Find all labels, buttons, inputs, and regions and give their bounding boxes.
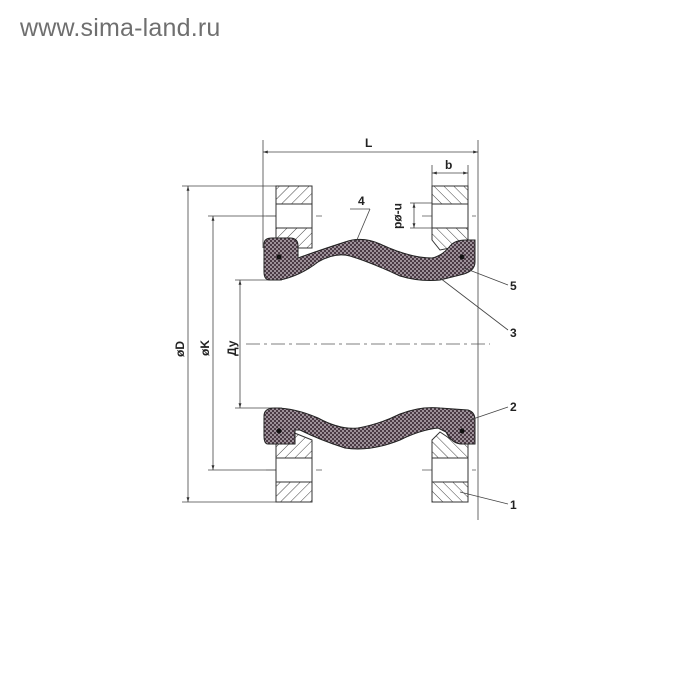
flange-bottom-right bbox=[431, 431, 469, 503]
reinforcement-ring-right-top bbox=[459, 254, 465, 260]
reinforcement-ring-right-bottom bbox=[459, 428, 465, 434]
flange-top-right bbox=[431, 185, 469, 251]
flange-top-left bbox=[275, 185, 313, 249]
reinforcement-ring-left-bottom bbox=[276, 428, 282, 434]
callout-4: 4 bbox=[358, 194, 365, 208]
label-n-od: n-ød bbox=[392, 203, 406, 229]
callout-1: 1 bbox=[510, 498, 517, 512]
callout-3: 3 bbox=[510, 326, 517, 340]
callout-5: 5 bbox=[510, 279, 517, 293]
label-b: b bbox=[445, 158, 452, 172]
label-L: L bbox=[365, 136, 372, 150]
label-du: Ду bbox=[225, 340, 239, 356]
dimension-bolt-holes bbox=[410, 202, 432, 229]
watermark: www.sima-land.ru bbox=[20, 14, 221, 42]
label-oD: øD bbox=[173, 341, 187, 357]
reinforcement-ring-left-top bbox=[276, 254, 282, 260]
label-oK: øK bbox=[198, 340, 212, 356]
rubber-body-top bbox=[263, 237, 476, 281]
dimension-b bbox=[431, 165, 469, 186]
callout-2: 2 bbox=[510, 400, 517, 414]
dimension-L bbox=[262, 140, 479, 520]
callout-leaders bbox=[350, 208, 509, 505]
